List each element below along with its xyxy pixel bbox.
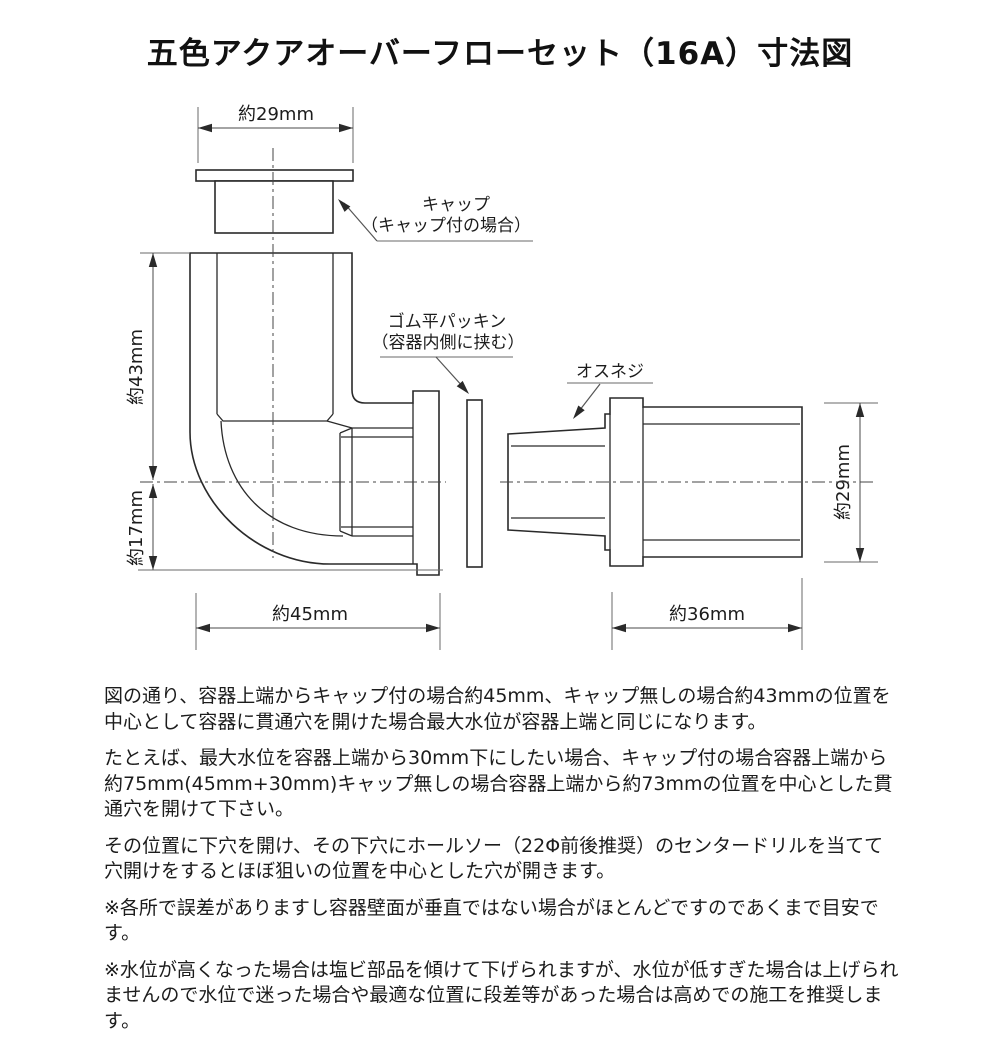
packing-part: [466, 399, 483, 568]
elbow-width-value: 約45mm: [272, 604, 348, 625]
dimension-elbow-width: 約45mm: [195, 593, 441, 650]
elbow-part: [189, 252, 440, 576]
elbow-upper-height-value: 約43mm: [126, 329, 147, 405]
note-paragraph-1: 図の通り、容器上端からキャップ付の場合約45mm、キャップ無しの場合約43mmの…: [104, 685, 891, 733]
dimension-adapter-length: 約36mm: [611, 578, 803, 650]
dimension-elbow-upper-height: 約43mm: [126, 252, 190, 480]
dimension-sheet: 五色アクアオーバーフローセット（16A）寸法図 約29mm キャップ （キャップ…: [104, 36, 899, 1032]
note-paragraph-3: その位置に下穴を開け、その下穴にホールソー（22Φ前後推奨）のセンタードリルを当…: [104, 834, 884, 883]
cap-part: [195, 169, 354, 234]
elbow-lower-height-value: 約17mm: [126, 490, 147, 566]
notes-block: 図の通り、容器上端からキャップ付の場合約45mm、キャップ無しの場合約43mmの…: [104, 684, 899, 1045]
note-paragraph-2: たとえば、最大水位を容器上端から30mm下にしたい場合、キャップ付の場合容器上端…: [104, 747, 893, 820]
cap-width-value: 約29mm: [238, 104, 314, 125]
packing-label-text: ゴム平パッキン: [388, 311, 507, 332]
note-paragraph-5: ※水位が高くなった場合は塩ビ部品を傾けて下げられますが、水位が低すぎた場合は上げ…: [104, 958, 899, 1032]
male-thread-label: オスネジ: [567, 362, 653, 419]
packing-label: ゴム平パッキン （容器内側に挟む）: [372, 311, 525, 394]
cap-label: キャップ （キャップ付の場合）: [338, 195, 533, 242]
cap-label-note: （キャップ付の場合）: [361, 216, 531, 236]
technical-drawing: 約29mm キャップ （キャップ付の場合）: [126, 104, 878, 650]
note-paragraph-4: ※各所で誤差がありますし容器壁面が垂直ではない場合がほとんどですのであくまで目安…: [104, 896, 879, 945]
adapter-length-value: 約36mm: [669, 604, 745, 625]
dimension-cap-width: 約29mm: [197, 104, 354, 163]
male-thread-label-text: オスネジ: [576, 362, 644, 382]
packing-label-note: （容器内側に挟む）: [372, 333, 525, 353]
centerlines: [140, 148, 877, 558]
page-title: 五色アクアオーバーフローセット（16A）寸法図: [146, 36, 854, 72]
dimension-elbow-lower-height: 約17mm: [126, 484, 443, 571]
cap-label-text: キャップ: [422, 195, 490, 215]
